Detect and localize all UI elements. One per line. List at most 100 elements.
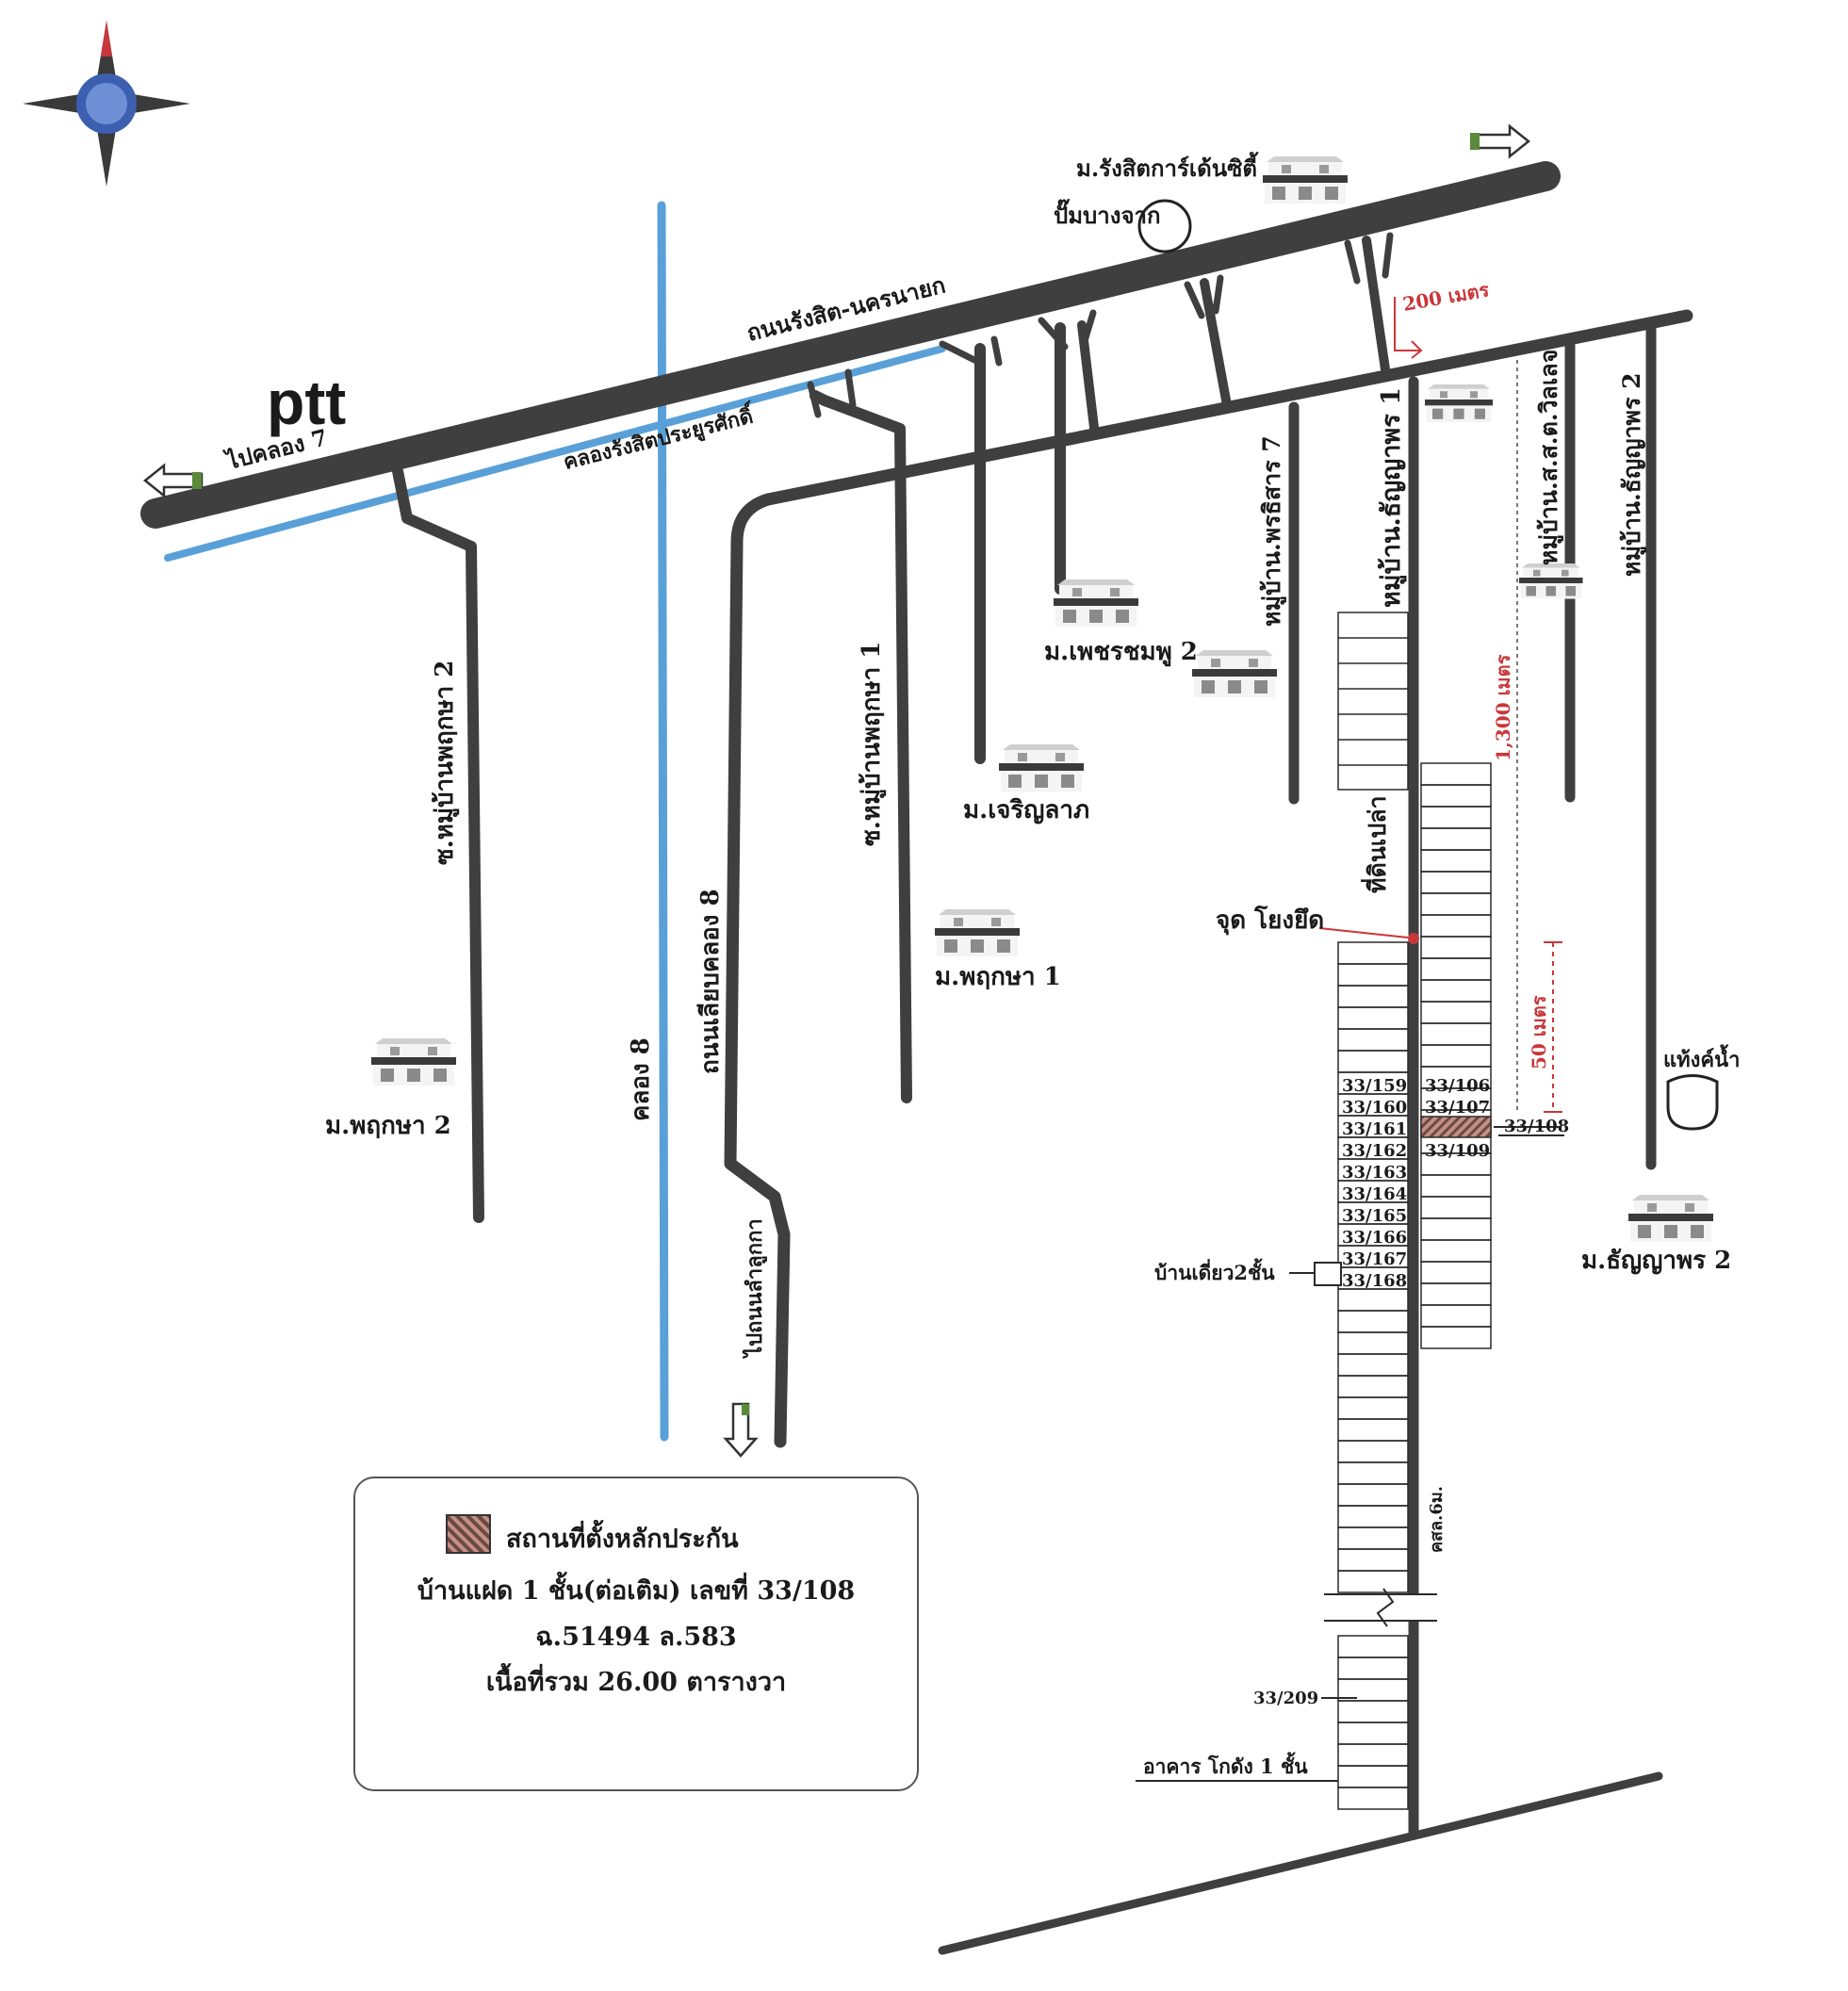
lot-cell xyxy=(1420,806,1492,829)
lot-cell xyxy=(1420,1239,1492,1263)
lot-cell xyxy=(1337,985,1409,1008)
lot-cell xyxy=(1337,1743,1409,1767)
legend-swatch xyxy=(446,1514,491,1554)
lot-labels-left: 33/15933/16033/16133/16233/16333/16433/1… xyxy=(1342,1076,1407,1291)
townhouse-marker xyxy=(1314,1262,1342,1286)
label-vacant-land: ที่ดินเปล่า xyxy=(1361,795,1391,893)
lot-cell xyxy=(1420,1304,1492,1328)
lot-cell xyxy=(1337,1787,1409,1810)
lot-label: 33/161 xyxy=(1342,1119,1407,1139)
label-moo-sst: หมู่บ้าน.ส.ส.ต.วิลเลจ xyxy=(1535,350,1564,565)
lot-cell xyxy=(1420,1217,1492,1241)
lot-cell xyxy=(1420,914,1492,938)
lot-label: 33/106 xyxy=(1425,1076,1490,1096)
lot-cell xyxy=(1337,1396,1409,1420)
arrow-to-khlong7-icon xyxy=(142,463,204,498)
lot-cell xyxy=(1337,1656,1409,1680)
lot-label: 33/166 xyxy=(1342,1228,1407,1248)
lot-cell xyxy=(1337,1461,1409,1485)
arrow-south-icon xyxy=(723,1402,759,1458)
lot-cell xyxy=(1337,1526,1409,1550)
lot-cell xyxy=(1420,1326,1492,1349)
lot-cell xyxy=(1337,1700,1409,1723)
label-townhouse: บ้านเดี่ยว2ชั้น xyxy=(1154,1258,1275,1284)
lot-cell xyxy=(1337,1050,1409,1073)
road-along-khlong8 xyxy=(724,493,791,1448)
lot-cell xyxy=(1420,1174,1492,1198)
house-icon xyxy=(1054,579,1138,627)
label-rangsit-center: ม.รังสิตการ์เด้นซิตี้ xyxy=(1076,151,1259,182)
lot-grid-left xyxy=(1337,941,1409,1810)
label-distance-50: 50 เมตร xyxy=(1528,995,1550,1069)
label-pump-bangchak: ปั๊มบางจาก xyxy=(1054,198,1161,229)
lot-grid-right xyxy=(1420,762,1492,1349)
ptt-logo: ptt xyxy=(267,367,346,437)
arrow-east-icon xyxy=(1470,123,1531,159)
lot-label: 33/163 xyxy=(1342,1163,1407,1183)
lot-cell xyxy=(1337,1310,1409,1333)
house-icon xyxy=(371,1038,456,1085)
bottom-road xyxy=(938,1771,1663,1955)
label-petch-chompoo2: ม.เพชรชมพู 2 xyxy=(1044,638,1198,667)
reference-point-leader xyxy=(1318,927,1409,938)
lot-cell xyxy=(1337,1505,1409,1528)
label-warehouse: อาคาร โกดัง 1 ชั้น xyxy=(1143,1752,1308,1778)
lot-cell xyxy=(1420,871,1492,894)
label-soi-pruksa1: ซ.หมู่บ้านพฤกษา 1 xyxy=(858,642,887,846)
lot-cell xyxy=(1420,979,1492,1003)
lot-cell xyxy=(1337,1028,1409,1052)
lot-label: 33/159 xyxy=(1342,1076,1407,1096)
label-distance-200: 200 เมตร xyxy=(1401,278,1491,316)
house-icon xyxy=(935,909,1020,956)
lot-cell xyxy=(1420,936,1492,959)
lot-cell xyxy=(1420,892,1492,916)
lot-cell xyxy=(1337,1483,1409,1507)
lot-cell xyxy=(1337,1635,1409,1658)
lot-label: 33/168 xyxy=(1342,1271,1407,1291)
label-pruksa2: ม.พฤกษา 2 xyxy=(325,1112,451,1140)
lot-cell xyxy=(1337,963,1409,987)
lot-label: 33/167 xyxy=(1342,1249,1407,1269)
junction-marks xyxy=(807,232,1394,418)
label-khlong8: คลอง 8 xyxy=(627,1037,655,1121)
distance-200-line xyxy=(1394,297,1423,359)
water-tank-icon xyxy=(1666,1074,1719,1131)
lot-cell xyxy=(1337,941,1409,965)
lot-cell xyxy=(1337,1288,1409,1312)
lot-cell xyxy=(1337,1006,1409,1030)
lot-cell xyxy=(1337,1353,1409,1377)
road-soi-pruksa2 xyxy=(392,465,484,1223)
legend-box: สถานที่ตั้งหลักประกัน บ้านแฝด 1 ชั้น(ต่อ… xyxy=(353,1477,919,1791)
lot-label: 33/107 xyxy=(1425,1098,1490,1118)
compass-rose-icon xyxy=(23,21,190,187)
label-moo-pornthawi7: หมู่บ้าน.พรธิสาร 7 xyxy=(1258,435,1287,627)
lot-cell xyxy=(1420,1196,1492,1219)
lot-cell xyxy=(1337,1375,1409,1398)
legend-line3: เนื้อที่รวม 26.00 ตารางวา xyxy=(485,1668,787,1697)
legend-title: สถานที่ตั้งหลักประกัน xyxy=(506,1525,739,1554)
lot-label: 33/109 xyxy=(1425,1141,1490,1161)
canal-khlong8 xyxy=(657,201,669,1442)
label-thanyaporn2: ม.ธัญญาพร 2 xyxy=(1581,1247,1731,1275)
label-distance-1300: 1,300 เมตร xyxy=(1492,654,1514,761)
house-icon xyxy=(1519,563,1583,599)
lot-label-subject: 33/108 xyxy=(1504,1117,1569,1136)
lot-label: 33/164 xyxy=(1342,1184,1407,1204)
lot-cell xyxy=(1420,784,1492,808)
road-soi-pruksa1 xyxy=(810,390,912,1103)
label-moo-thanyaporn1: หมู่บ้าน.ธัญญาพร 1 xyxy=(1377,387,1407,608)
house-icon xyxy=(1192,650,1277,697)
lot-grid-top-left xyxy=(1337,612,1409,791)
break-symbol-icon xyxy=(1324,1588,1437,1627)
lot-label: 33/160 xyxy=(1342,1098,1407,1118)
lot-cell xyxy=(1337,1331,1409,1355)
lot-cell xyxy=(1337,1722,1409,1745)
label-moo-thanyaporn2: หมู่บ้าน.ธัญญาพร 2 xyxy=(1618,372,1647,577)
lot-cell xyxy=(1420,1044,1492,1068)
pump-station-icon xyxy=(1137,199,1192,253)
lot-cell xyxy=(1420,1261,1492,1284)
label-pruksa1: ม.พฤกษา 1 xyxy=(935,963,1061,991)
lot-cell xyxy=(1420,957,1492,981)
